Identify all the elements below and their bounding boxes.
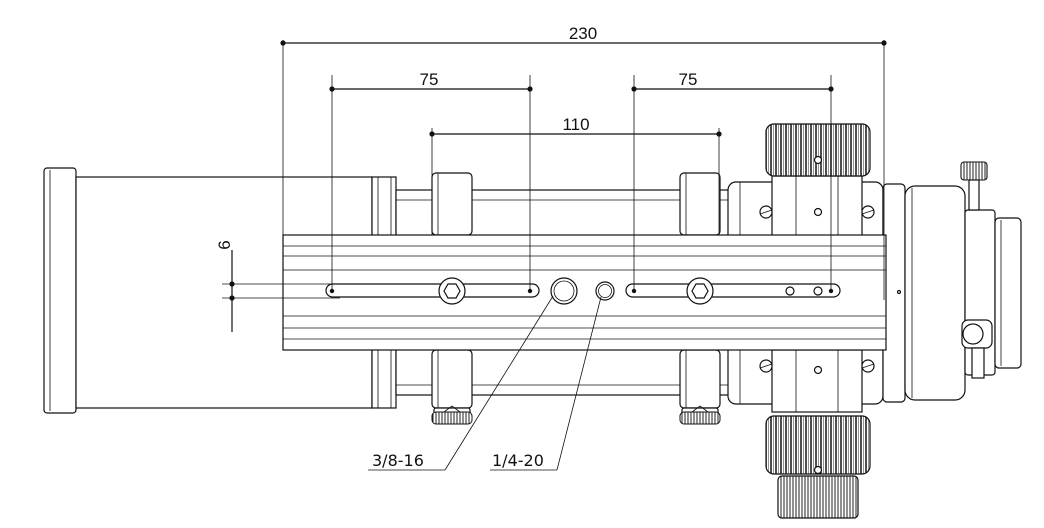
dovetail-plate bbox=[282, 234, 887, 351]
dimension-overall-label: 230 bbox=[569, 24, 597, 43]
dimension-right-slot-label: 75 bbox=[679, 70, 698, 89]
callout-3-8-16-label: 3/8-16 bbox=[372, 451, 424, 470]
focus-knob-bottom bbox=[765, 415, 871, 475]
dew-shield bbox=[43, 167, 77, 414]
fine-focus-knob bbox=[777, 475, 859, 519]
callout-1-4-20-label: 1/4-20 bbox=[492, 451, 544, 470]
dimension-left-slot: 75 bbox=[329, 70, 533, 294]
dimension-slot-width-label: 6 bbox=[215, 240, 234, 249]
dimension-right-slot: 75 bbox=[631, 70, 834, 294]
ring-clamp-knob-right bbox=[679, 411, 721, 425]
dimension-ring-spacing: 110 bbox=[429, 115, 722, 235]
slotted-screw-icon bbox=[759, 205, 875, 375]
threaded-hole-3-8-16 bbox=[550, 277, 578, 305]
mounting-slot-left bbox=[325, 283, 540, 298]
dimension-ring-spacing-label: 110 bbox=[562, 115, 589, 134]
dimension-overall: 230 bbox=[280, 24, 887, 300]
dimension-slot-width: 6 bbox=[215, 240, 340, 332]
hex-bolt-icon bbox=[438, 277, 714, 305]
lock-thumbscrew-top bbox=[960, 161, 988, 181]
mounting-slot-right bbox=[625, 283, 841, 298]
callout-3-8-16: 3/8-16 bbox=[368, 295, 554, 471]
dimension-left-slot-label: 75 bbox=[420, 70, 439, 89]
ring-clamp-knob-left bbox=[431, 411, 473, 425]
callout-1-4-20: 1/4-20 bbox=[490, 296, 602, 471]
focus-knob-top bbox=[765, 123, 871, 177]
